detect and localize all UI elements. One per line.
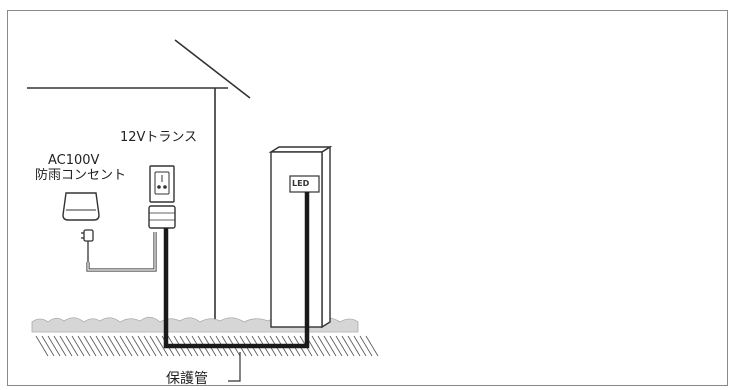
transformer-unit (148, 165, 176, 229)
power-cord (86, 232, 157, 272)
soil-hatch-line (59, 335, 73, 357)
soil-hatch-line (47, 335, 61, 357)
soil-hatch-line (311, 335, 325, 357)
outlet-box (62, 192, 100, 221)
pipe-label: 保護管 (166, 371, 208, 387)
soil-hatch-line (149, 335, 163, 357)
led-badge-label: LED (292, 179, 310, 188)
soil-hatch-line (137, 335, 151, 357)
soil-hatch-line (317, 335, 331, 357)
transformer-label: 12Vトランス (120, 130, 198, 145)
soil-hatch-line (89, 335, 103, 357)
soil-hatch-line (143, 335, 157, 357)
soil-hatch-line (71, 335, 85, 357)
soil-hatch-line (347, 335, 361, 357)
soil-hatch-line (41, 335, 55, 357)
soil-hatch-line (95, 335, 109, 357)
soil-hatch-line (329, 335, 343, 357)
outlet-label-name: 防雨コンセント (35, 168, 127, 183)
soil-hatch-line (65, 335, 79, 357)
soil-hatch-line (101, 335, 115, 357)
soil-hatch-line (77, 335, 91, 357)
soil-hatch-line (131, 335, 145, 357)
soil-hatch-line (53, 335, 67, 357)
soil-hatch-line (335, 335, 349, 357)
soil-hatch-line (323, 335, 337, 357)
soil-hatch-line (155, 335, 169, 357)
protective-pipe-cable (163, 192, 310, 349)
house-outline (27, 39, 251, 332)
pipe-leader-line (228, 352, 241, 382)
soil-hatch-line (359, 335, 373, 357)
led-post-light (268, 145, 333, 329)
soil-hatch-line (113, 335, 127, 357)
soil-hatch-line (365, 335, 379, 357)
soil-hatch-line (353, 335, 367, 357)
soil-hatch-line (35, 335, 49, 357)
diagram-frame (7, 10, 728, 386)
power-plug (81, 229, 94, 264)
soil-hatch-line (83, 335, 97, 357)
soil-hatch-line (107, 335, 121, 357)
soil-hatching (35, 335, 379, 357)
soil-hatch-line (119, 335, 133, 357)
outlet-label-voltage: AC100V (48, 153, 100, 168)
soil-hatch-line (125, 335, 139, 357)
soil-hatch-line (341, 335, 355, 357)
